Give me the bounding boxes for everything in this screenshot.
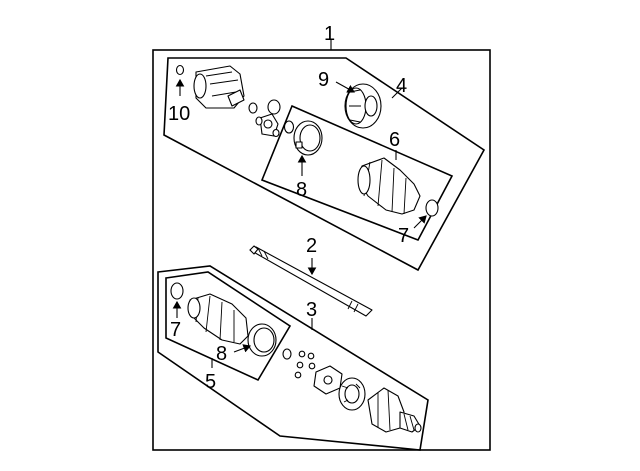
outer-cage-part <box>344 83 382 129</box>
washer-part <box>267 99 281 115</box>
callout-inner-boot-kit: 5 <box>205 371 216 393</box>
callout-inner-joint-group: 3 <box>306 299 317 321</box>
bearing-balls-part <box>294 350 316 379</box>
inner-circlip-part <box>282 348 292 360</box>
circlip-part <box>248 102 258 114</box>
inner-boot-band-part <box>247 323 277 357</box>
outer-joint-group-outline <box>163 57 486 272</box>
callout-outer-boot-band: 8 <box>296 179 307 201</box>
outer-boot-part <box>357 157 421 215</box>
outer-boot-clamp-arrow <box>413 215 427 229</box>
outer-boot-kit-outline <box>260 104 454 242</box>
callout-outer-boot-clamp: 7 <box>398 225 409 247</box>
axle-shaft-part <box>249 245 373 317</box>
callout-outer-boot-kit: 6 <box>389 129 400 151</box>
callout-shaft: 2 <box>306 235 317 257</box>
inner-boot-clamp-part <box>170 282 184 300</box>
callout-inner-boot-band: 8 <box>216 343 227 365</box>
callout-assembly: 1 <box>324 23 335 45</box>
outer-boot-band-part <box>293 120 323 156</box>
outer-cage-arrow <box>335 81 355 93</box>
tripod-housing-part <box>193 65 245 109</box>
outer-ring-part <box>175 64 185 76</box>
outer-joint-group-leader <box>391 87 403 99</box>
callout-inner-boot-clamp: 7 <box>170 319 181 341</box>
inner-joint-group-outline <box>157 265 429 451</box>
inner-race-part <box>313 365 343 395</box>
callout-outer-cage: 9 <box>318 69 329 91</box>
callout-outer-joint-group: 4 <box>396 75 407 97</box>
callout-outer-ring: 10 <box>168 103 190 125</box>
inner-boot-band-arrow <box>233 344 252 353</box>
outer-boot-clamp-part <box>425 199 439 217</box>
inner-housing-part <box>367 387 422 433</box>
snap-ring-part <box>283 120 295 134</box>
inner-boot-kit-outline <box>165 271 292 382</box>
inner-cage-part <box>338 377 366 411</box>
assembly-frame <box>152 49 491 451</box>
tripod-spider-part <box>255 113 280 138</box>
inner-boot-part <box>187 293 249 345</box>
